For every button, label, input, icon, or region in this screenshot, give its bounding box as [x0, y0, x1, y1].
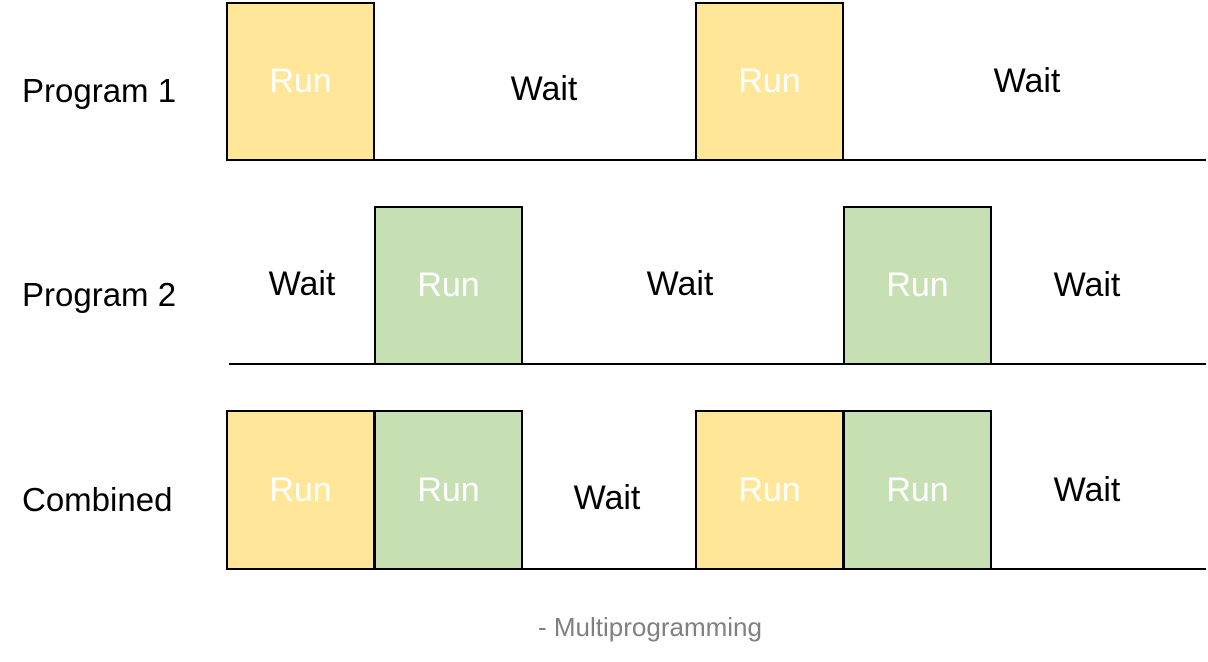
run-label: Run	[886, 470, 949, 509]
program-2-wait-3: Wait	[1053, 266, 1121, 304]
combined-run-block-4: Run	[843, 410, 992, 570]
program-2-wait-2: Wait	[646, 265, 714, 303]
program-1-run-block-1: Run	[226, 2, 375, 161]
combined-timeline	[226, 568, 1206, 570]
program-2-timeline	[229, 363, 1206, 365]
row-label-combined: Combined	[22, 481, 173, 518]
run-label: Run	[269, 62, 332, 100]
program-2-run-block-2: Run	[843, 206, 992, 365]
caption: - Multiprogramming	[538, 612, 762, 642]
combined-wait-2: Wait	[1053, 471, 1121, 509]
program-1-timeline	[226, 159, 1206, 161]
run-label: Run	[269, 470, 332, 509]
row-label-program-2: Program 2	[22, 276, 177, 313]
run-label: Run	[738, 62, 801, 100]
run-label: Run	[417, 470, 480, 509]
combined-run-block-2: Run	[374, 410, 523, 570]
program-1-wait-2: Wait	[993, 62, 1061, 100]
run-label: Run	[738, 470, 801, 509]
program-2-run-block-1: Run	[374, 206, 523, 365]
program-2-wait-1: Wait	[268, 265, 336, 303]
combined-run-block-3: Run	[695, 410, 844, 570]
program-1-wait-1: Wait	[510, 70, 578, 108]
run-label: Run	[417, 266, 480, 304]
combined-run-block-1: Run	[226, 410, 375, 570]
run-label: Run	[886, 266, 949, 304]
program-1-run-block-2: Run	[695, 2, 844, 161]
row-label-program-1: Program 1	[22, 72, 177, 109]
combined-wait-1: Wait	[573, 479, 641, 517]
